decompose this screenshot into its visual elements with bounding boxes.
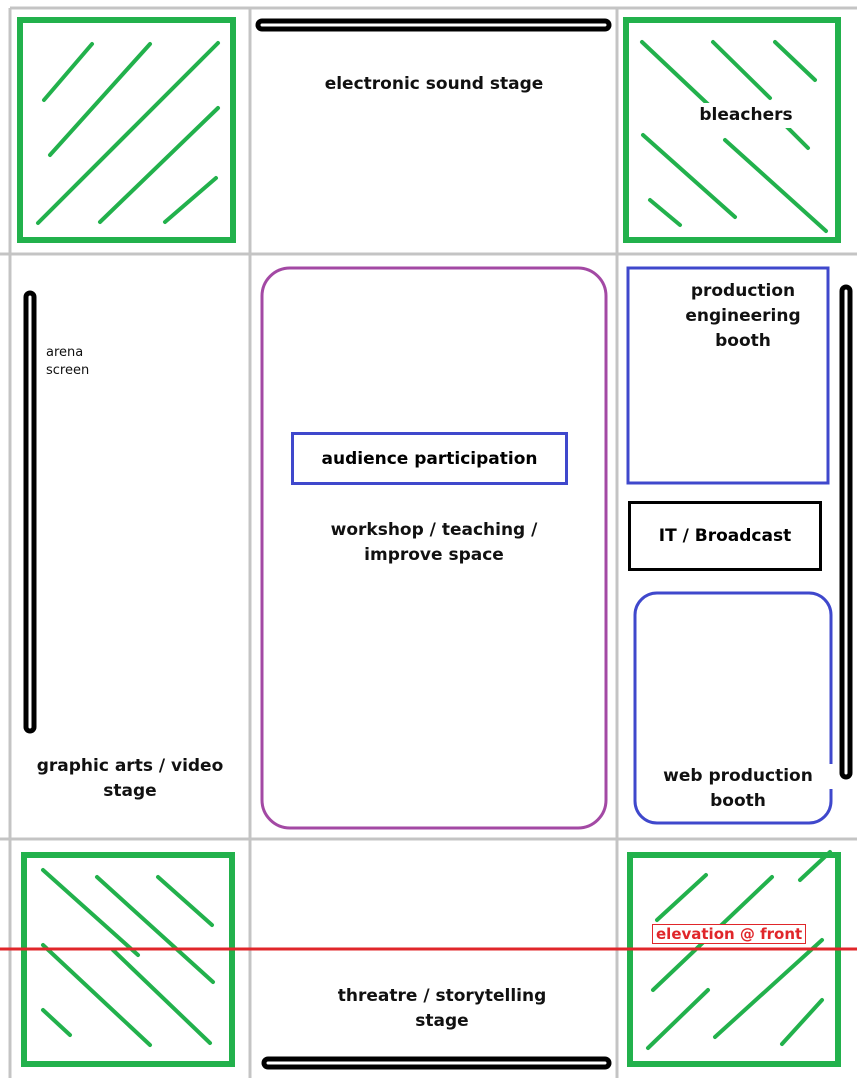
audience-participation-box: audience participation [291, 432, 568, 485]
web-production-label-line2: booth [710, 791, 766, 811]
production-engineering-booth-outline [626, 266, 830, 485]
arena-screen-label-line2: screen [46, 363, 90, 378]
bleachers-top-right [623, 17, 841, 243]
production-engineering-label: production engineering booth [668, 279, 818, 354]
workshop-label: workshop / teaching / improve space [262, 518, 606, 568]
it-broadcast-box: IT / Broadcast [628, 501, 822, 571]
graphic-arts-label-line2: stage [103, 781, 157, 801]
web-production-label: web production booth [638, 764, 838, 814]
elevation-at-front-label: elevation @ front [652, 924, 807, 944]
bleachers-label: bleachers [686, 103, 806, 128]
production-engineering-label-line3: booth [715, 331, 771, 351]
bleachers-bottom-right [627, 850, 841, 1067]
theatre-label: threatre / storytelling stage [262, 984, 622, 1034]
theatre-label-line2: stage [415, 1011, 469, 1031]
production-engineering-label-line2: engineering [685, 306, 801, 326]
workshop-space-outline [260, 266, 608, 830]
graphic-arts-label-line1: graphic arts / video [36, 756, 224, 776]
web-production-booth-outline [633, 591, 833, 825]
workshop-label-line2: improve space [364, 545, 504, 565]
bleachers-top-left [17, 17, 236, 243]
stage-screens [23, 18, 853, 1070]
electronic-sound-stage-label: electronic sound stage [324, 74, 544, 94]
arena-screen-label: arena screen [46, 344, 89, 380]
workshop-label-line1: workshop / teaching / [330, 520, 538, 540]
arena-screen-label-line1: arena [46, 345, 84, 360]
room-grid [0, 6, 857, 1078]
graphic-arts-label: graphic arts / video stage [14, 754, 246, 804]
production-engineering-label-line1: production [690, 281, 796, 301]
audience-participation-label: audience participation [321, 448, 538, 469]
theatre-label-line1: threatre / storytelling [337, 986, 547, 1006]
web-production-label-line1: web production [638, 764, 838, 789]
it-broadcast-label: IT / Broadcast [658, 526, 792, 546]
bleachers-bottom-left [21, 852, 235, 1067]
